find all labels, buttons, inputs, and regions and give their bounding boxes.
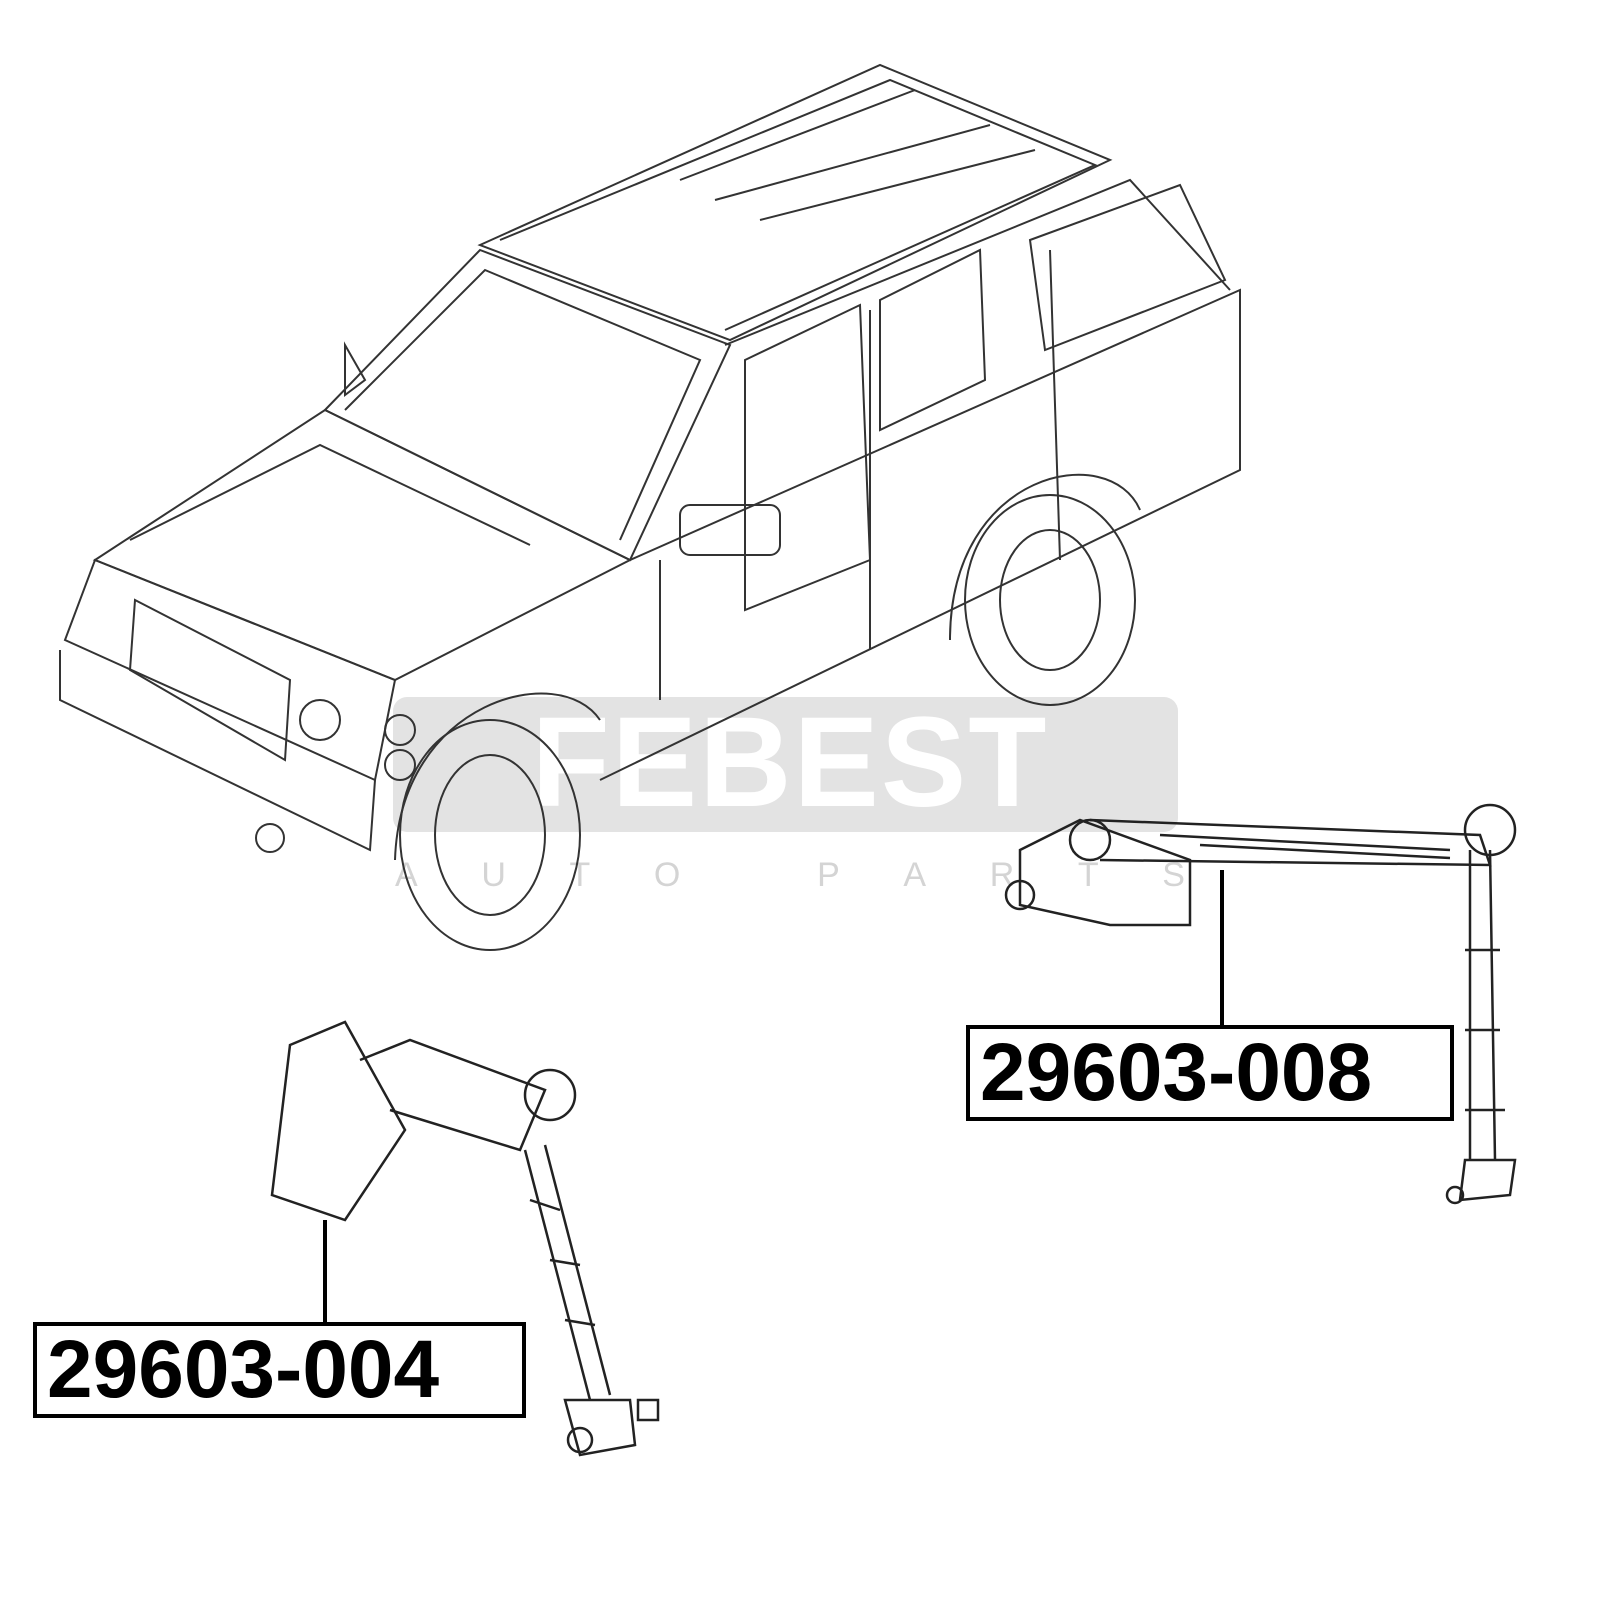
part-number-label-29603-004: 29603-004 bbox=[33, 1322, 526, 1418]
tagline-letter: S bbox=[1162, 856, 1185, 894]
tagline-letter: P bbox=[817, 856, 840, 894]
tagline-letter: T bbox=[569, 856, 591, 894]
vehicle-outline-icon bbox=[59, 63, 1241, 951]
tagline-letter: A bbox=[903, 856, 927, 894]
part-number-label-29603-008: 29603-008 bbox=[966, 1025, 1454, 1121]
tagline-letter: R bbox=[989, 856, 1015, 894]
watermark-tagline: A U T O P A R T S bbox=[395, 856, 1185, 895]
watermark-brand: FEBEST bbox=[531, 691, 1049, 834]
tagline-letter: T bbox=[1077, 856, 1099, 894]
tagline-letter: U bbox=[481, 856, 506, 894]
rear-height-sensor-icon bbox=[1004, 803, 1517, 1205]
watermark-background bbox=[393, 697, 1178, 832]
front-height-sensor-icon bbox=[270, 1020, 660, 1457]
tagline-letter: O bbox=[653, 856, 681, 894]
